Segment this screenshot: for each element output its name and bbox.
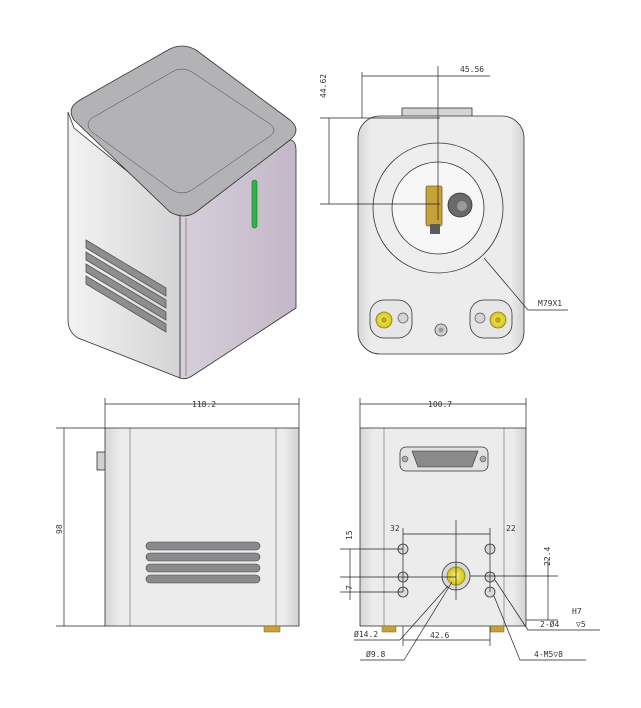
smb-connector-icon-left [369, 299, 413, 339]
iso-top-inner-panel [87, 68, 275, 194]
rear-view: 100.7 32 22 15 7 22.4 42.6 2-Ø4 ▽5 H7 Ø1… [340, 398, 600, 661]
rear-dim-32: 32 [390, 524, 400, 533]
rear-foot-right-icon [489, 625, 505, 633]
front-view: 45.56 44.62 M79X1 [319, 65, 568, 355]
rear-dim-22: 22 [506, 524, 516, 533]
rear-thread-holes-label: 4-M5▽8 [534, 650, 563, 659]
side-vent-slots [145, 541, 261, 584]
isometric-view [67, 45, 297, 380]
side-height-dim: 98 [55, 524, 64, 534]
side-body [104, 427, 300, 627]
front-width-dim: 45.56 [460, 65, 484, 74]
rear-width-dim: 100.7 [428, 400, 452, 409]
rear-dim-7: 7 [345, 585, 354, 590]
iso-vent-slots [85, 239, 167, 333]
db25-connector-icon [399, 446, 489, 472]
rear-dim-22-4: 22.4 [543, 547, 552, 566]
rear-foot-left-icon [381, 625, 397, 633]
front-detector-body [425, 185, 443, 227]
front-height-dim: 44.62 [319, 74, 328, 98]
smb-connector-icon-right [469, 299, 513, 339]
rear-fit-label: H7 [572, 607, 582, 616]
rear-dia-9-8: Ø9.8 [366, 649, 385, 659]
front-detector-base [430, 224, 440, 234]
rear-dim-42-6: 42.6 [430, 631, 449, 640]
side-width-dim: 118.2 [192, 400, 216, 409]
iso-top-face [70, 45, 297, 217]
front-detector-knob-inner [457, 201, 467, 211]
rear-dia-14-2: Ø14.2 [354, 629, 378, 639]
rear-dim-15: 15 [345, 530, 354, 540]
rear-pin-hole-label: 2-Ø4 [540, 619, 559, 629]
rear-pin-depth-label: ▽5 [576, 620, 586, 629]
led-indicator-icon [251, 179, 258, 229]
front-thread-label: M79X1 [538, 299, 562, 308]
side-foot-connector-icon [263, 625, 281, 633]
side-view: 118.2 98 [55, 398, 300, 633]
